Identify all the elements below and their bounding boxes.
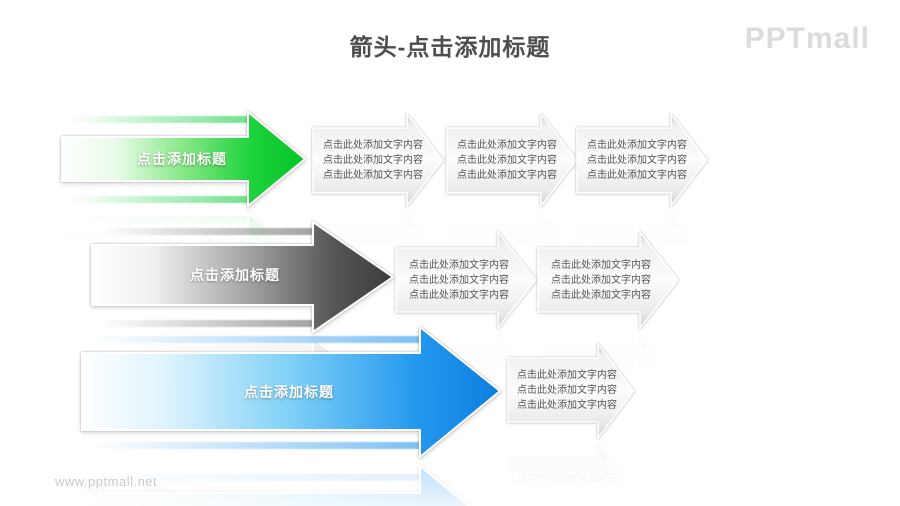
placeholder-line: 点击此处添加文字内容 [517, 384, 617, 396]
dark-arrow-shape [91, 221, 394, 333]
dark-arrow-title-placeholder[interactable]: 点击添加标题 [190, 267, 280, 283]
placeholder-line: 点击此处添加文字内容 [409, 274, 509, 286]
green-arrow-title-placeholder[interactable]: 点击添加标题 [137, 151, 227, 167]
gray-arrow-text-placeholder[interactable]: 点击此处添加文字内容 点击此处添加文字内容 点击此处添加文字内容 [541, 248, 661, 312]
placeholder-line: 点击此处添加文字内容 [551, 274, 651, 286]
placeholder-line: 点击此处添加文字内容 [587, 170, 687, 181]
gray-arrow-text-placeholder[interactable]: 点击此处添加文字内容 点击此处添加文字内容 点击此处添加文字内容 [510, 358, 624, 422]
placeholder-line: 点击此处添加文字内容 [551, 289, 651, 301]
watermark-url: www.pptmall.net [55, 474, 158, 489]
gray-arrow-row1-1: 点击此处添加文字内容 点击此处添加文字内容 点击此处添加文字内容 [312, 112, 444, 208]
gray-arrow-row2-1: 点击此处添加文字内容 点击此处添加文字内容 点击此处添加文字内容 [395, 230, 537, 330]
pptmall-logo: PPTmall [744, 22, 870, 55]
placeholder-line: 点击此处添加文字内容 [323, 140, 423, 151]
placeholder-line: 点击此处添加文字内容 [323, 170, 423, 181]
green-arrow-shape [61, 111, 306, 207]
placeholder-line: 点击此处添加文字内容 [517, 369, 617, 381]
gray-arrow-shape [446, 113, 578, 207]
gray-arrow-shape [312, 113, 444, 207]
gray-arrow-row3-1: 点击此处添加文字内容 点击此处添加文字内容 点击此处添加文字内容 [507, 342, 635, 440]
placeholder-line: 点击此处添加文字内容 [409, 259, 509, 271]
gray-arrow-text-placeholder[interactable]: 点击此处添加文字内容 点击此处添加文字内容 点击此处添加文字内容 [315, 128, 431, 193]
gray-arrow-text-placeholder[interactable]: 点击此处添加文字内容 点击此处添加文字内容 点击此处添加文字内容 [449, 128, 565, 193]
dark-arrow-streak-top [102, 228, 313, 235]
placeholder-line: 点击此处添加文字内容 [587, 155, 687, 166]
blue-arrow-streak-bottom [94, 442, 420, 449]
gray-arrow-shape [576, 113, 708, 207]
gray-arrow-text-placeholder[interactable]: 点击此处添加文字内容 点击此处添加文字内容 点击此处添加文字内容 [579, 128, 695, 193]
gray-arrow-shape [537, 231, 679, 329]
blue-arrow-shape [81, 326, 501, 458]
green-arrow-streak-top [72, 116, 248, 123]
blue-arrow-streak-top [94, 336, 420, 343]
gray-arrow-shape [507, 343, 635, 439]
placeholder-line: 点击此处添加文字内容 [457, 140, 557, 151]
blue-arrow: 点击添加标题 [81, 324, 502, 460]
gray-arrow-row1-3: 点击此处添加文字内容 点击此处添加文字内容 点击此处添加文字内容 [576, 112, 708, 208]
gray-arrow-shape [395, 231, 537, 329]
gray-arrow-text-placeholder[interactable]: 点击此处添加文字内容 点击此处添加文字内容 点击此处添加文字内容 [399, 248, 519, 312]
placeholder-line: 点击此处添加文字内容 [409, 289, 509, 301]
placeholder-line: 点击此处添加文字内容 [551, 259, 651, 271]
placeholder-line: 点击此处添加文字内容 [457, 155, 557, 166]
page-title: 箭头-点击添加标题 [349, 34, 551, 60]
placeholder-line: 点击此处添加文字内容 [323, 155, 423, 166]
dark-arrow-streak-bottom [102, 320, 313, 327]
blue-arrow-title-placeholder[interactable]: 点击添加标题 [244, 383, 334, 400]
placeholder-line: 点击此处添加文字内容 [517, 399, 617, 411]
gray-arrow-row1-2: 点击此处添加文字内容 点击此处添加文字内容 点击此处添加文字内容 [446, 112, 578, 208]
green-arrow: 点击添加标题 [61, 110, 307, 208]
placeholder-line: 点击此处添加文字内容 [587, 140, 687, 151]
dark-arrow: 点击添加标题 [91, 220, 395, 334]
gray-arrow-row2-2: 点击此处添加文字内容 点击此处添加文字内容 点击此处添加文字内容 [537, 230, 679, 330]
placeholder-line: 点击此处添加文字内容 [457, 170, 557, 181]
green-arrow-streak-bottom [72, 196, 248, 203]
